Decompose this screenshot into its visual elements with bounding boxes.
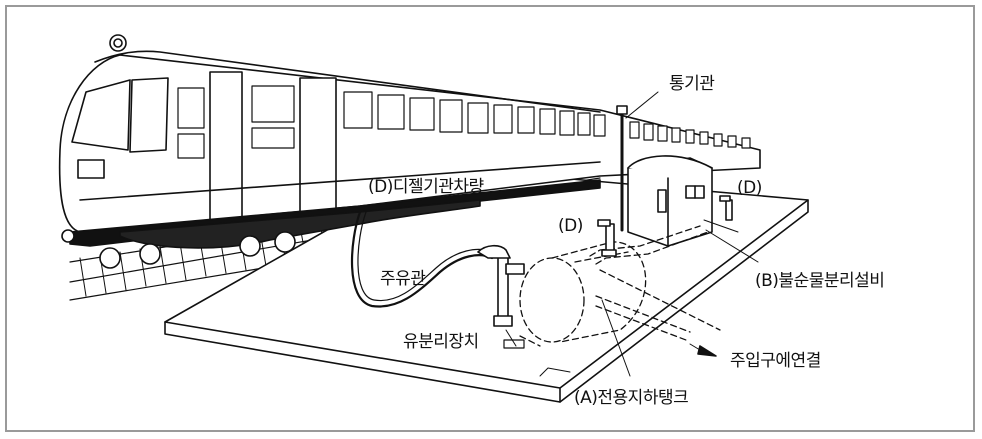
vent-pipe [616,91,659,232]
fuel-hose [350,210,494,308]
oil-separator-stand [477,244,525,347]
underground-tank [519,225,721,347]
label-underground-tank: (A)전용지하탱크 [574,388,689,408]
label-separation-facility: (B)불순물분리설비 [755,271,885,291]
label-vent-pipe: 통기관 [669,74,715,94]
leader-lines [601,219,759,377]
diesel-railcar [58,34,761,269]
valve-stand-center [597,219,617,257]
valve-stand-right [719,195,733,221]
label-d-center: (D) [558,216,583,236]
separation-facility-building [627,155,713,247]
label-diesel-car: (D)디젤기관차량 [368,177,484,197]
small-block [503,339,525,349]
inlet-arrow [697,345,717,357]
label-fuel-pipe: 주유관 [380,269,426,289]
label-inlet-connection: 주입구에연결 [730,351,821,371]
label-d-right: (D) [737,178,762,198]
label-oil-separator: 유분리장치 [403,332,479,352]
